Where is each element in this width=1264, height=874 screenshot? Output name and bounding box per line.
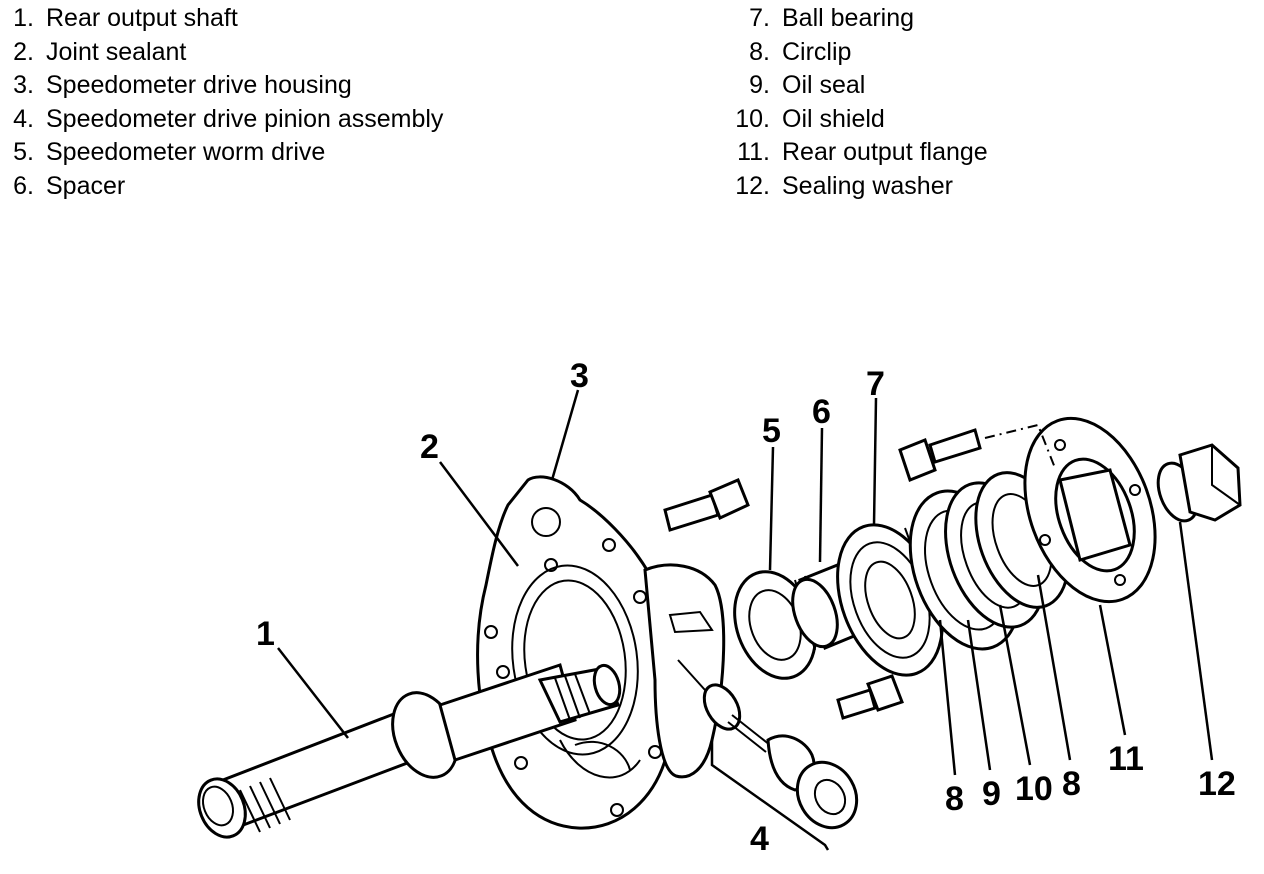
legend-item-1: 1. Rear output shaft xyxy=(6,2,443,36)
housing-plate xyxy=(476,475,676,830)
legend-label: Speedometer drive housing xyxy=(46,71,352,100)
legend-label: Rear output flange xyxy=(782,138,988,167)
legend-item-6: 6. Spacer xyxy=(6,170,443,204)
legend-item-7: 7. Ball bearing xyxy=(728,2,988,36)
legend-label: Speedometer drive pinion assembly xyxy=(46,104,444,133)
legend-left-column: 1. Rear output shaft 2. Joint sealant 3. Sp… xyxy=(6,2,443,204)
rear-output-shaft xyxy=(197,663,622,839)
legend-number: 4. xyxy=(13,104,34,133)
callout-12: 12 xyxy=(1198,765,1236,803)
bolt xyxy=(663,478,750,532)
legend-item-8: 8. Circlip xyxy=(728,36,988,70)
leader-line-8a xyxy=(938,619,957,776)
housing-body xyxy=(643,563,726,779)
legend-number: 3. xyxy=(13,71,34,100)
callout-6: 6 xyxy=(812,393,831,431)
legend-label: Speedometer worm drive xyxy=(46,138,326,167)
legend-right-column: 7. Ball bearing 8. Circlip 9. Oil seal 10. O… xyxy=(728,2,988,204)
leader-line-4 xyxy=(710,740,830,851)
leader-line-5 xyxy=(768,446,775,571)
callout-5: 5 xyxy=(762,412,781,450)
legend-item-2: 2. Joint sealant xyxy=(6,36,443,70)
legend-label: Oil seal xyxy=(782,71,866,100)
leader-line-8b xyxy=(1036,574,1072,761)
legend-label: Circlip xyxy=(782,37,852,66)
legend-label: Spacer xyxy=(46,171,126,200)
callout-9: 9 xyxy=(982,775,1001,813)
callout-2: 2 xyxy=(420,428,439,466)
legend-number: 6. xyxy=(13,171,34,200)
leader-line-11 xyxy=(1098,604,1127,736)
callout-11: 11 xyxy=(1108,740,1144,778)
leader-line-3 xyxy=(550,389,580,481)
legend-number: 5. xyxy=(13,138,34,167)
leader-line-10 xyxy=(998,604,1032,766)
leader-line-2 xyxy=(439,461,519,567)
legend-number: 7. xyxy=(749,4,770,32)
legend-item-10: 10. Oil shield xyxy=(728,103,988,137)
legend-item-11: 11. Rear output flange xyxy=(728,136,988,170)
legend-number: 9. xyxy=(749,71,770,100)
legend-number: 8. xyxy=(749,37,770,66)
legend-number: 12. xyxy=(735,171,770,200)
leader-line-12 xyxy=(1178,521,1214,761)
legend-number: 10. xyxy=(735,104,770,133)
legend-item-9: 9. Oil seal xyxy=(728,69,988,103)
legend-number: 11. xyxy=(737,138,770,167)
bolt xyxy=(898,428,982,482)
legend-label: Joint sealant xyxy=(46,37,187,66)
legend-item-12: 12. Sealing washer xyxy=(728,170,988,204)
legend-label: Ball bearing xyxy=(782,4,915,32)
callout-4: 4 xyxy=(750,820,769,858)
legend-label: Sealing washer xyxy=(782,171,953,200)
callout-8a: 8 xyxy=(945,780,964,818)
legend-label: Oil shield xyxy=(782,104,885,133)
legend-label: Rear output shaft xyxy=(46,4,238,32)
legend-number: 1. xyxy=(13,4,34,32)
leader-line-7 xyxy=(872,397,878,526)
callout-3: 3 xyxy=(570,357,589,395)
callout-8b: 8 xyxy=(1062,765,1081,803)
legend-item-4: 4. Speedometer drive pinion assembly xyxy=(6,103,443,137)
callout-1: 1 xyxy=(256,615,275,653)
callout-7: 7 xyxy=(866,365,885,403)
bolt xyxy=(836,674,904,720)
leader-line-9 xyxy=(966,619,992,771)
callout-10: 10 xyxy=(1015,770,1053,808)
speedometer-pinion-assembly xyxy=(702,683,859,830)
legend-item-3: 3. Speedometer drive housing xyxy=(6,69,443,103)
legend-number: 2. xyxy=(13,37,34,66)
leader-line-1 xyxy=(277,647,349,739)
legend-item-5: 5. Speedometer worm drive xyxy=(6,136,443,170)
leader-line-6 xyxy=(818,427,824,563)
rear-output-flange xyxy=(1023,416,1157,604)
flange-nut xyxy=(1178,443,1242,522)
